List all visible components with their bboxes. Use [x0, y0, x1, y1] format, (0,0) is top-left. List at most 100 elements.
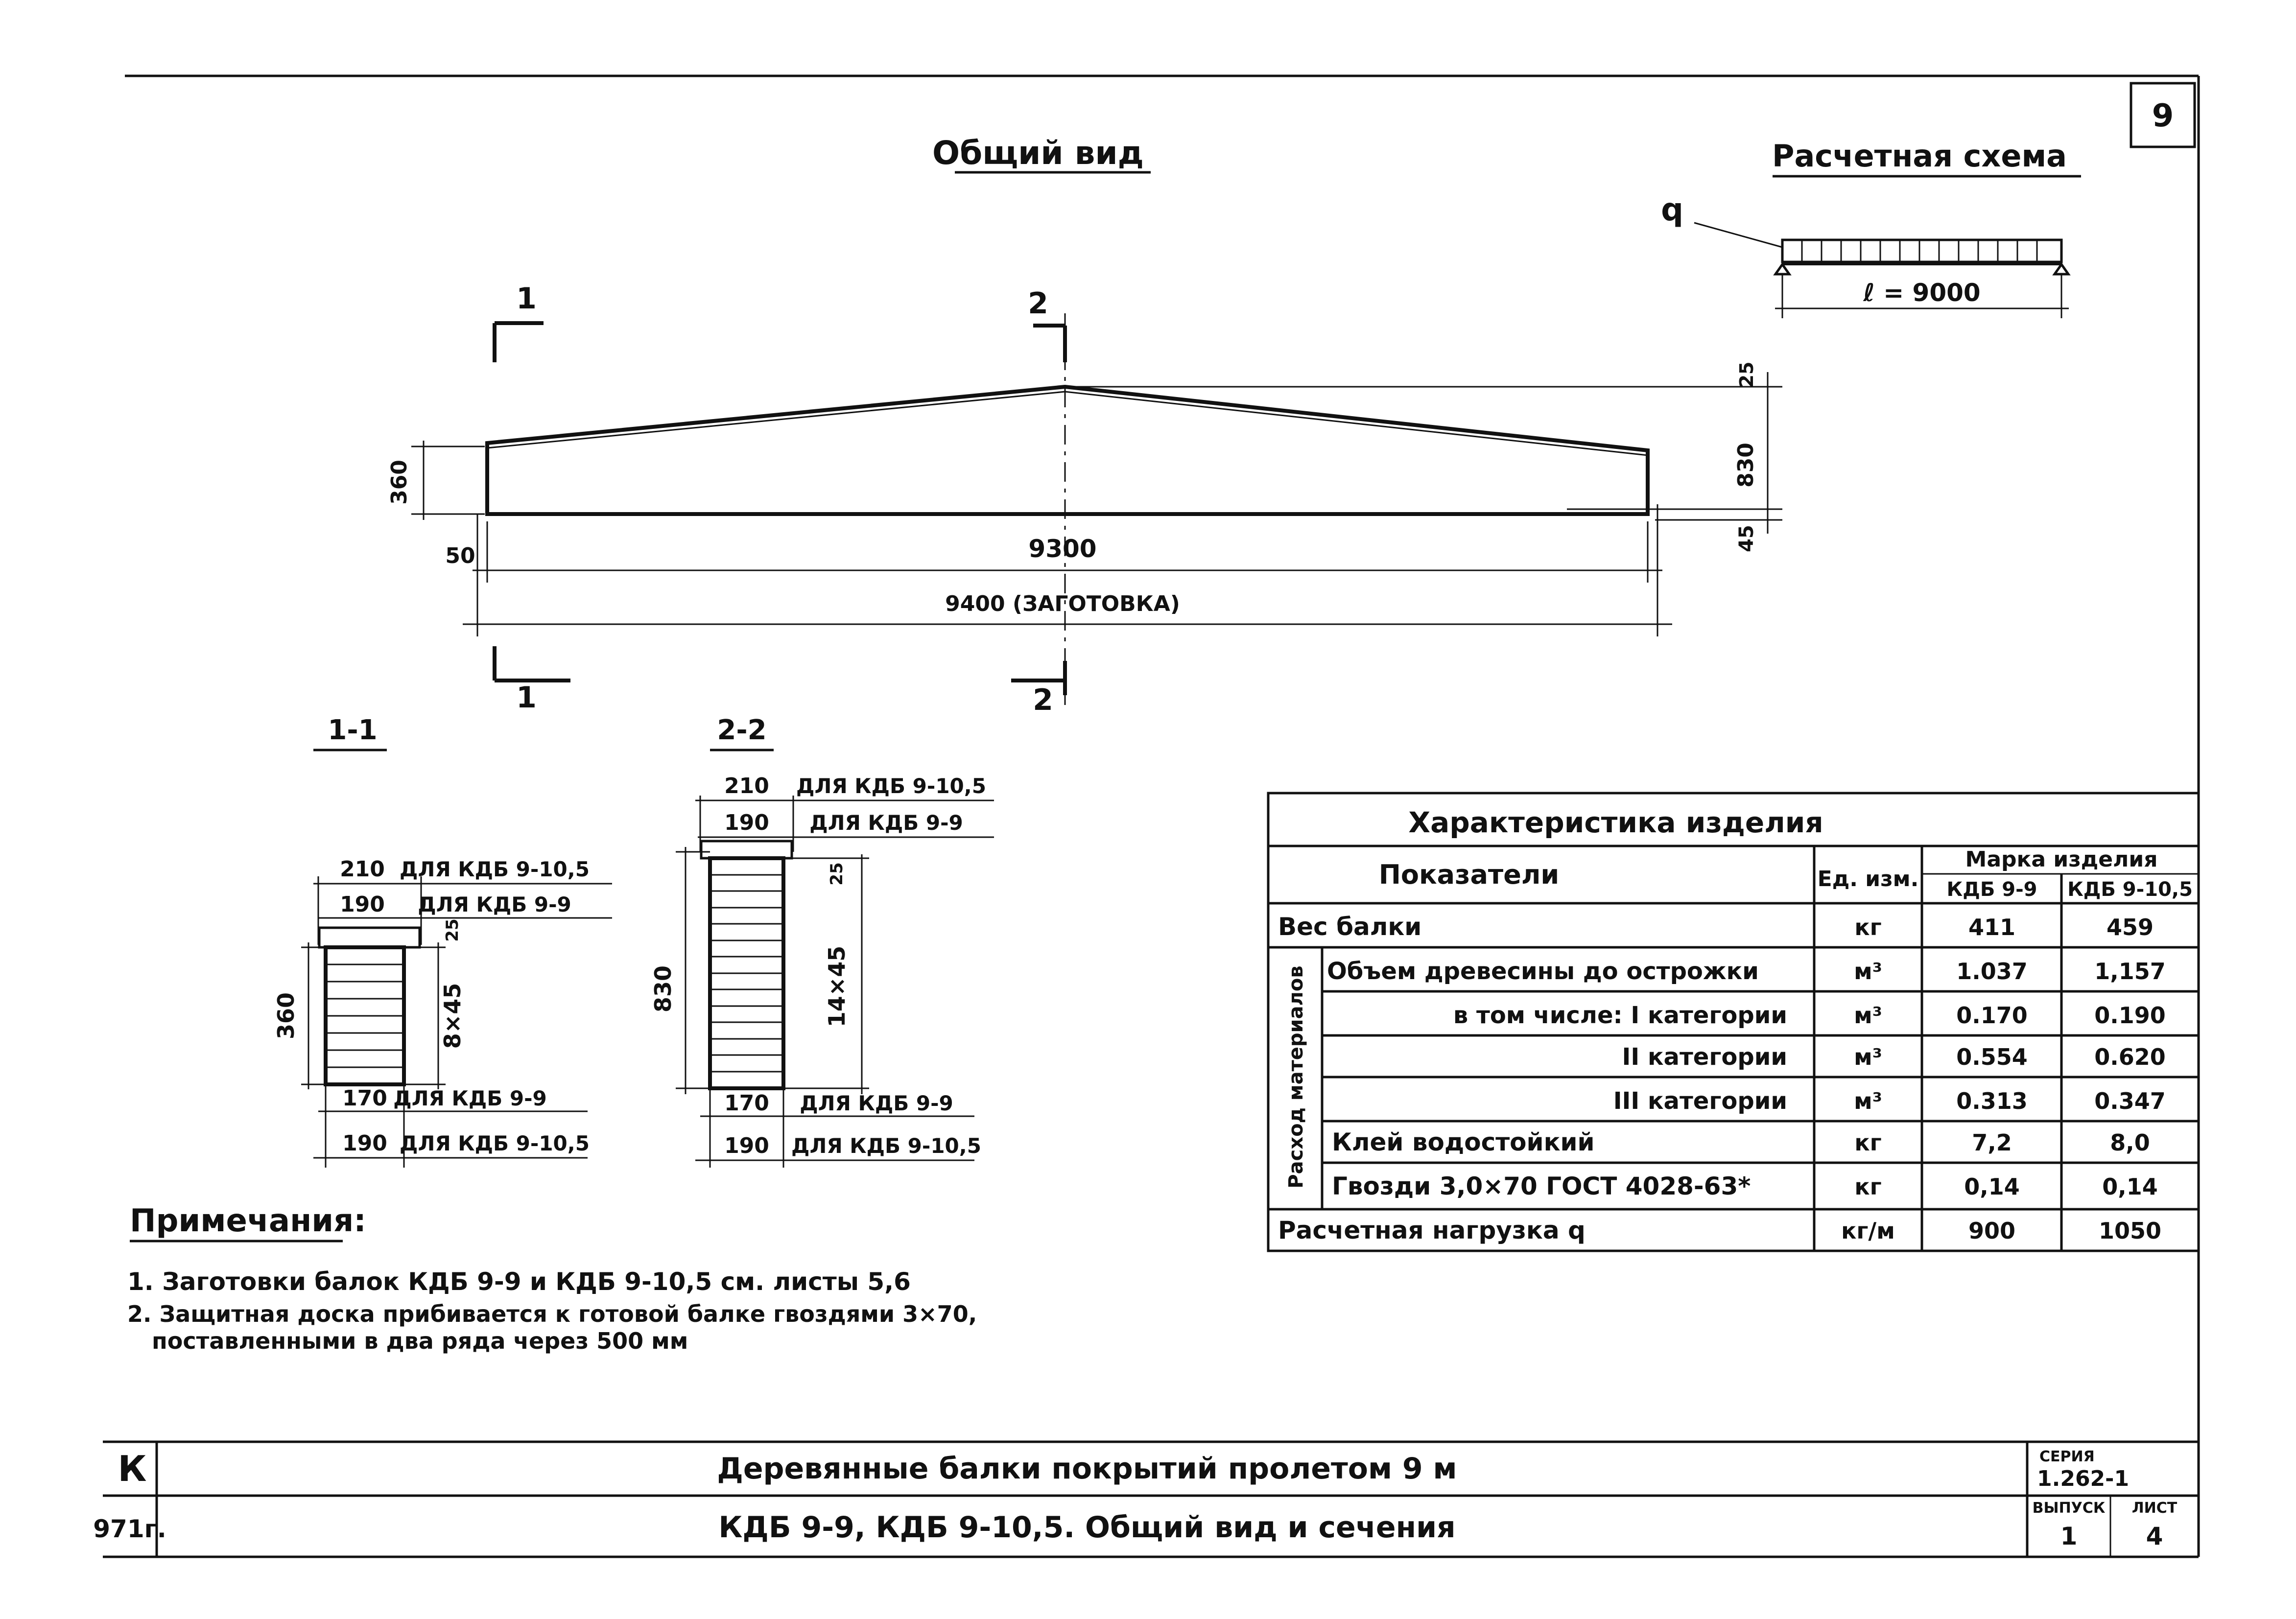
svg-text:м³: м³: [1854, 1044, 1882, 1070]
svg-text:0,14: 0,14: [1964, 1173, 2020, 1200]
sheet-number: 9: [2152, 98, 2174, 134]
svg-text:9300: 9300: [1028, 535, 1096, 563]
drawing-title: Деревянные балки покрытий пролетом 9 м: [717, 1452, 1457, 1486]
svg-text:0.170: 0.170: [1956, 1002, 2028, 1029]
table-title: Характеристика изделия: [1408, 806, 1823, 839]
table-row: Объем древесины до острожки м³ 1.037 1,1…: [1327, 958, 2166, 985]
svg-text:8×45: 8×45: [439, 983, 466, 1049]
spec-table: Характеристика изделия Показатели Ед. из…: [1267, 792, 2200, 1252]
svg-text:ДЛЯ КДБ 9-10,5: ДЛЯ КДБ 9-10,5: [791, 1134, 981, 1158]
svg-text:14×45: 14×45: [824, 946, 850, 1028]
svg-text:190: 190: [724, 1133, 769, 1158]
svg-text:ДЛЯ КДБ 9-9: ДЛЯ КДБ 9-9: [800, 1091, 953, 1115]
svg-text:ДЛЯ КДБ 9-9: ДЛЯ КДБ 9-9: [809, 811, 963, 835]
section-1-1: 1-1 210 ДЛЯ КДБ 9-10,5 190 ДЛЯ КДБ 9-9 2…: [273, 714, 612, 1168]
svg-text:II категории: II категории: [1622, 1043, 1787, 1071]
svg-text:360: 360: [387, 460, 412, 505]
table-row: Вес балки кг 411 459: [1278, 913, 2154, 941]
svg-text:Гвозди 3,0×70 ГОСТ 4028-63*: Гвозди 3,0×70 ГОСТ 4028-63*: [1332, 1172, 1751, 1200]
svg-text:0.190: 0.190: [2094, 1002, 2166, 1029]
title-block: К 971г. Деревянные балки покрытий пролет…: [93, 1440, 2199, 1558]
svg-text:25: 25: [443, 918, 462, 941]
general-view-title: Общий вид: [932, 134, 1144, 172]
section-mark-1-top: 1: [493, 282, 544, 362]
col-a: КДБ 9-9: [1947, 878, 2037, 901]
svg-text:м³: м³: [1854, 1088, 1882, 1114]
svg-text:Клей водостойкий: Клей водостойкий: [1332, 1128, 1595, 1156]
svg-text:0.347: 0.347: [2094, 1088, 2166, 1114]
dim-left-height: 360: [387, 441, 485, 520]
svg-text:0.554: 0.554: [1956, 1044, 2028, 1070]
svg-text:8,0: 8,0: [2110, 1129, 2150, 1156]
svg-text:Расчетная нагрузка q: Расчетная нагрузка q: [1278, 1216, 1586, 1244]
svg-text:Объем древесины до острожки: Объем древесины до острожки: [1327, 958, 1759, 985]
svg-text:ДЛЯ КДБ 9-9: ДЛЯ КДБ 9-9: [393, 1086, 547, 1110]
svg-text:2: 2: [1033, 683, 1053, 717]
table-row: III категории м³ 0.313 0.347: [1613, 1087, 2166, 1115]
svg-text:ДЛЯ КДБ 9-9: ДЛЯ КДБ 9-9: [418, 892, 571, 916]
group-label: Расход материалов: [1285, 965, 1307, 1188]
svg-text:459: 459: [2107, 914, 2154, 940]
svg-text:ДЛЯ КДБ 9-10,5: ДЛЯ КДБ 9-10,5: [400, 1131, 590, 1155]
svg-text:0,14: 0,14: [2102, 1173, 2158, 1200]
section-2-2: 2-2 210 ДЛЯ КДБ 9-10,5 190 ДЛЯ КДБ 9-9 2…: [650, 714, 994, 1168]
notes: Примечания: 1. Заготовки балок КДБ 9-9 и…: [127, 1203, 977, 1354]
dim-span: 50 9300 9400 (ЗАГОТОВКА): [445, 504, 1672, 636]
support-left-icon: [1773, 262, 1792, 276]
issue-value: 1: [2060, 1522, 2078, 1550]
sheet-value: 4: [2146, 1522, 2163, 1550]
support-right-icon: [2052, 262, 2071, 276]
col-unit: Ед. изм.: [1818, 867, 1919, 892]
svg-text:25: 25: [1736, 362, 1757, 388]
svg-text:м³: м³: [1854, 1002, 1882, 1029]
svg-text:190: 190: [342, 1131, 387, 1156]
table-row: II категории м³ 0.554 0.620: [1622, 1043, 2166, 1071]
col-indicators: Показатели: [1379, 859, 1560, 890]
svg-text:7,2: 7,2: [1972, 1129, 2012, 1156]
table-row: в том числе: I категории м³ 0.170 0.190: [1453, 1002, 2166, 1029]
series-label: СЕРИЯ: [2039, 1448, 2095, 1465]
svg-text:170: 170: [724, 1091, 769, 1116]
svg-text:190: 190: [340, 892, 385, 917]
svg-text:9400 (ЗАГОТОВКА): 9400 (ЗАГОТОВКА): [945, 591, 1180, 616]
svg-text:кг: кг: [1854, 1173, 1881, 1200]
svg-text:170: 170: [342, 1086, 387, 1111]
note-1: 1. Заготовки балок КДБ 9-9 и КДБ 9-10,5 …: [127, 1267, 911, 1296]
svg-text:25: 25: [827, 862, 847, 885]
svg-text:1-1: 1-1: [328, 714, 377, 746]
svg-text:360: 360: [273, 992, 299, 1039]
svg-text:830: 830: [650, 965, 676, 1012]
svg-text:1: 1: [516, 282, 537, 316]
note-2: 2. Защитная доска прибивается к готовой …: [127, 1301, 977, 1327]
title-block-left-bottom: 971г.: [93, 1515, 166, 1543]
issue-label: ВЫПУСК: [2033, 1500, 2106, 1517]
svg-text:2-2: 2-2: [717, 714, 766, 746]
svg-text:1050: 1050: [2099, 1218, 2161, 1244]
svg-text:0.313: 0.313: [1956, 1088, 2028, 1114]
svg-text:в том числе: I категории: в том числе: I категории: [1453, 1002, 1787, 1029]
svg-text:411: 411: [1968, 914, 2015, 940]
section-mark-2-bottom: 2: [1011, 661, 1067, 717]
svg-text:0.620: 0.620: [2094, 1044, 2166, 1070]
svg-text:ДЛЯ КДБ 9-10,5: ДЛЯ КДБ 9-10,5: [796, 774, 986, 798]
svg-text:кг: кг: [1854, 914, 1881, 940]
protective-board: [318, 926, 421, 949]
svg-text:1: 1: [516, 680, 537, 715]
notes-title: Примечания:: [130, 1203, 366, 1239]
table-row: Расчетная нагрузка q кг/м 900 1050: [1278, 1216, 2161, 1244]
svg-text:Вес балки: Вес балки: [1278, 913, 1421, 941]
svg-text:ДЛЯ КДБ 9-10,5: ДЛЯ КДБ 9-10,5: [400, 857, 590, 881]
svg-text:2: 2: [1028, 286, 1048, 321]
svg-text:900: 900: [1968, 1218, 2015, 1244]
svg-text:м³: м³: [1854, 958, 1882, 985]
svg-text:кг: кг: [1854, 1129, 1881, 1156]
svg-text:кг/м: кг/м: [1841, 1218, 1895, 1244]
beam-outline: [485, 384, 1650, 516]
table-row: Гвозди 3,0×70 ГОСТ 4028-63* кг 0,14 0,14: [1332, 1172, 2158, 1200]
table-row: Клей водостойкий кг 7,2 8,0: [1332, 1128, 2150, 1156]
dim-right-heights: 25 830 45: [1065, 362, 1782, 552]
svg-text:III категории: III категории: [1613, 1087, 1787, 1115]
load-label: q: [1661, 192, 1683, 228]
calc-scheme: Расчетная схема q ℓ = 9000: [1661, 138, 2081, 318]
section-mark-1-bottom: 1: [493, 646, 570, 715]
